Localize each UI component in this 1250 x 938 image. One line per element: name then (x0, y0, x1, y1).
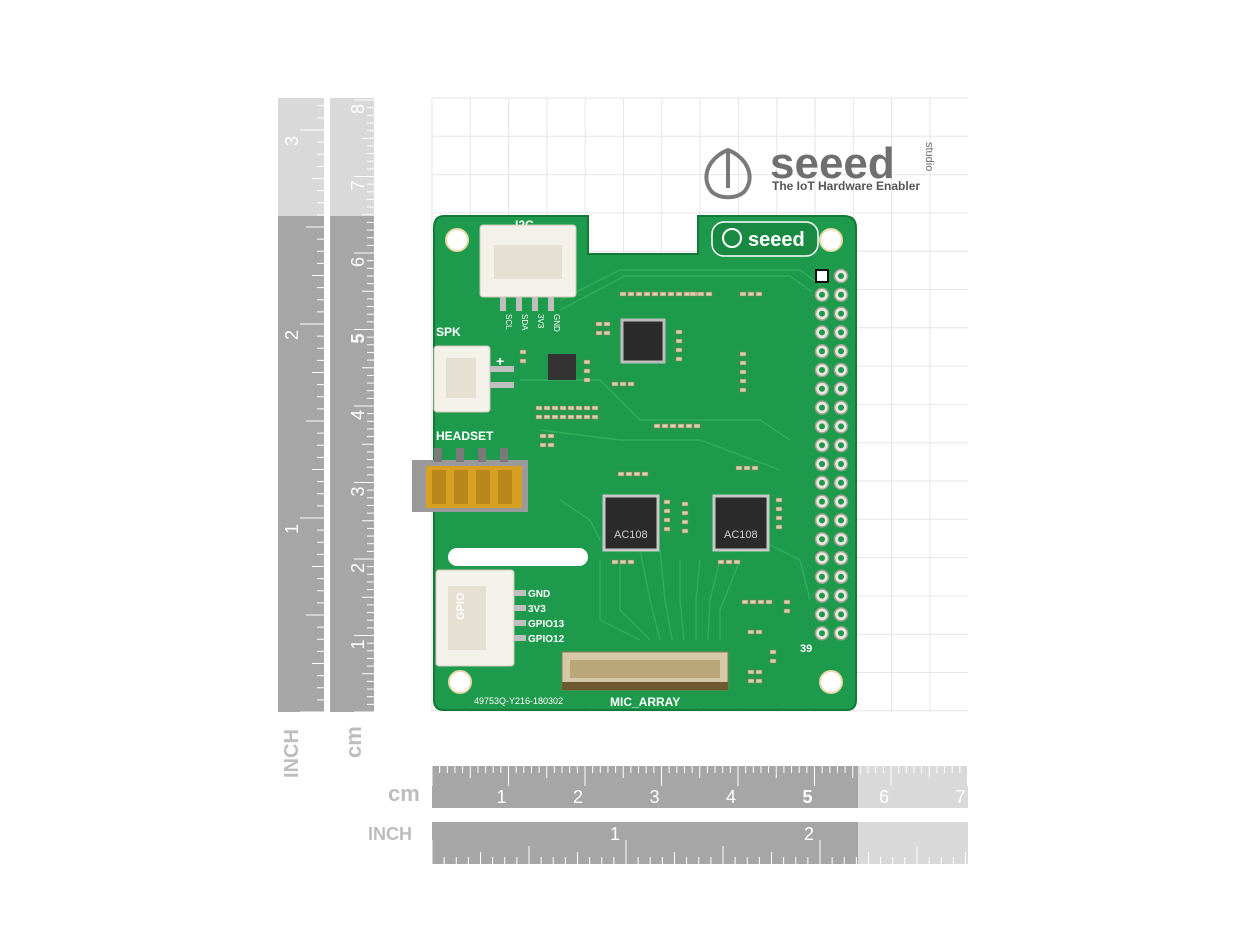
horizontal-cm-unit: cm (388, 781, 420, 806)
vertical-inch-tick-label: 3 (282, 136, 302, 146)
vertical-cm-tick-label: 2 (348, 563, 368, 573)
board-logo-text: seeed (748, 229, 805, 251)
horizontal-inch-tick-label: 2 (804, 824, 814, 844)
vertical-inch-tick-label: 1 (282, 524, 302, 534)
horizontal-cm-labels: 1 2 3 4 5 6 7 (497, 787, 966, 807)
vertical-cm-tick-label: 5 (348, 333, 368, 343)
vertical-ruler: 1 2 3 4 5 6 7 8 1 2 3 INCH cm (278, 98, 374, 778)
board-slot (448, 548, 588, 566)
vertical-cm-tick-label: 4 (348, 410, 368, 420)
vertical-cm-tick-label: 3 (348, 486, 368, 496)
vertical-inch-unit: INCH (281, 729, 303, 778)
spk-label: SPK (436, 325, 461, 339)
spk-connector: SPK + (433, 325, 514, 413)
seeed-leaf-icon (704, 147, 752, 200)
logo-tagline: The IoT Hardware Enabler (772, 179, 920, 193)
pcb-code: 49753Q-Y216-180302 (474, 696, 563, 706)
pin-39-label: 39 (800, 643, 812, 655)
pin1-marker (815, 269, 829, 283)
horizontal-cm-tick-label: 3 (650, 787, 660, 807)
mount-hole (445, 228, 469, 252)
gpio-pin-label: GPIO12 (528, 634, 565, 645)
logo-super: studio (923, 142, 935, 171)
vertical-cm-tick-label: 8 (348, 104, 368, 114)
board-leaf-icon (722, 228, 742, 248)
vertical-inch-labels: 1 2 3 (282, 136, 302, 534)
i2c-pin-label: SCL (504, 314, 513, 330)
mount-hole (448, 670, 472, 694)
codec-chip (620, 318, 666, 364)
horizontal-cm-tick-label: 6 (879, 787, 889, 807)
horizontal-cm-tick-label: 4 (726, 787, 736, 807)
horizontal-cm-tick-label: 2 (573, 787, 583, 807)
ac108-chip-left: AC108 (602, 494, 660, 552)
horizontal-cm-tick-label: 5 (803, 787, 813, 807)
gpio-pin-label: 3V3 (528, 604, 546, 615)
board-logo: seeed (711, 221, 819, 257)
i2c-pin-label: SDA (520, 314, 529, 331)
mic-array-connector (561, 651, 729, 691)
horizontal-cm-tick-label: 1 (497, 787, 507, 807)
vertical-cm-tick-label: 1 (348, 639, 368, 649)
spk-plus: + (496, 353, 504, 369)
seeed-logo: seeed studio The IoT Hardware Enabler (704, 139, 935, 200)
horizontal-inch-unit: INCH (368, 824, 412, 844)
logo-wordmark: seeed (770, 139, 895, 188)
gpio-pin-label: GPIO13 (528, 619, 565, 630)
horizontal-cm-tick-label: 7 (956, 787, 966, 807)
vertical-cm-tick-label: 6 (348, 257, 368, 267)
i2c-pin-label: GND (552, 314, 561, 332)
gpio-label: GPIO (455, 592, 467, 620)
mount-hole (819, 670, 843, 694)
mic-array-label: MIC_ARRAY (610, 695, 680, 709)
vertical-cm-labels: 1 2 3 4 5 6 7 8 (348, 104, 368, 650)
headset-jack: HEADSET (412, 429, 528, 512)
headset-label: HEADSET (436, 429, 494, 443)
svg-text:AC108: AC108 (614, 529, 648, 541)
vertical-inch-tick-label: 2 (282, 330, 302, 340)
mount-hole (819, 228, 843, 252)
vertical-cm-tick-label: 7 (348, 180, 368, 190)
svg-text:AC108: AC108 (724, 529, 758, 541)
i2c-pin-label: 3V3 (536, 314, 545, 329)
vertical-cm-unit: cm (341, 726, 366, 758)
gpio-pin-label: GND (528, 589, 550, 600)
horizontal-inch-tick-label: 1 (610, 824, 620, 844)
amp-chip (548, 354, 576, 380)
ac108-chip-right: AC108 (712, 494, 770, 552)
